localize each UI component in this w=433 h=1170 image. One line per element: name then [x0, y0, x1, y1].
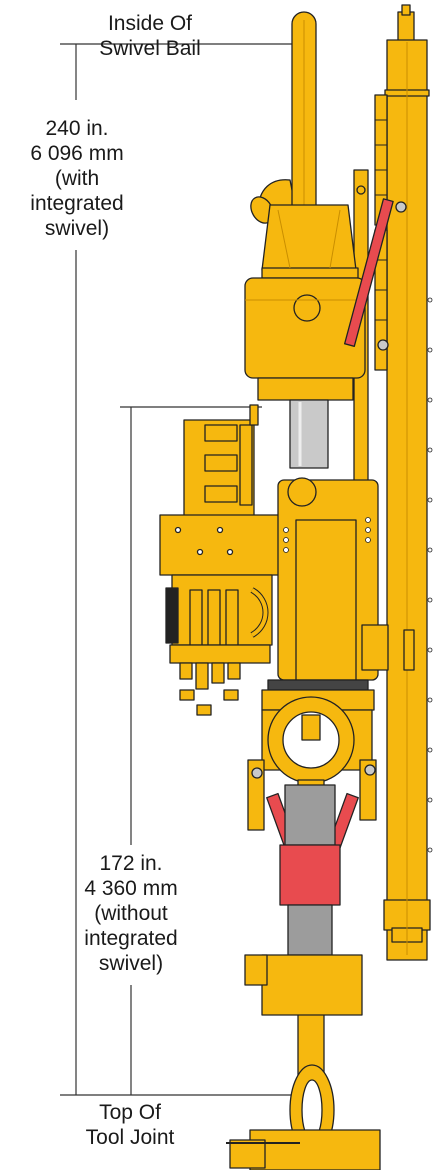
elevator-clamp [249, 1129, 381, 1170]
dimension-lines [60, 43, 300, 1096]
main-shaft [289, 399, 329, 469]
top-reference-label: Inside Of Swivel Bail [78, 11, 222, 61]
hydraulic-manifold [159, 404, 281, 664]
bottom-reference-line-1: Top Of [99, 1101, 161, 1124]
dim-with-swivel-note-3: swivel) [44, 217, 110, 240]
dim-with-swivel-note-2: integrated [30, 192, 124, 215]
dim-with-swivel-note-1: (with [54, 167, 100, 190]
top-reference-line-2: Swivel Bail [99, 37, 201, 60]
red-cylinder [279, 844, 341, 906]
upper-tilt-cylinder [343, 198, 394, 348]
dim-without-swivel-label: 172 in. 4 360 mm (without integrated swi… [60, 851, 202, 976]
top-drive-machine [159, 4, 433, 1170]
dim-with-swivel-mm: 6 096 mm [30, 142, 124, 165]
gearbox-housing [244, 277, 366, 379]
valve-fittings [179, 662, 241, 716]
dim-without-swivel-note-2: integrated [84, 927, 178, 950]
dim-without-swivel-inches: 172 in. [99, 852, 163, 875]
bottom-reference-label: Top Of Tool Joint [80, 1100, 180, 1150]
dim-without-swivel-note-1: (without [94, 902, 168, 925]
torque-ring [267, 679, 369, 691]
dim-without-swivel-note-3: swivel) [98, 952, 164, 975]
dim-with-swivel-label: 240 in. 6 096 mm (with integrated swivel… [6, 116, 148, 241]
swivel-cap [261, 204, 357, 271]
bottom-reference-line-2: Tool Joint [85, 1126, 175, 1149]
saver-sub [284, 784, 336, 846]
lower-block [261, 954, 363, 1016]
dim-with-swivel-inches: 240 in. [45, 117, 109, 140]
dim-without-swivel-mm: 4 360 mm [84, 877, 178, 900]
top-reference-line-1: Inside Of [107, 12, 193, 35]
guide-rail [374, 4, 433, 961]
